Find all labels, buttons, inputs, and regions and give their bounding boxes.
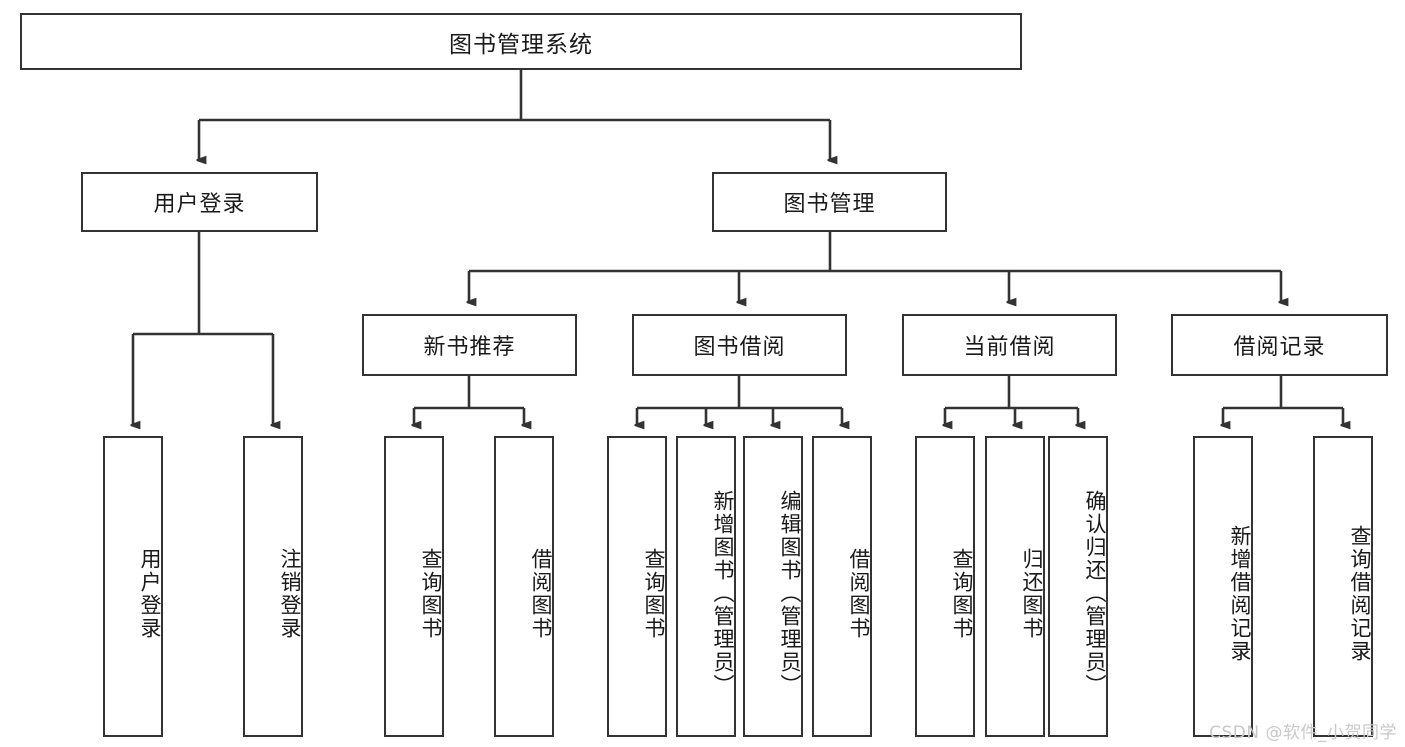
node-label: 图书借阅	[693, 335, 786, 360]
csdn-watermark: CSDN @软件_小贺同学	[1209, 723, 1397, 743]
leaf-borrow-add-book-admin[interactable]: 新增图书（管理员）	[676, 436, 736, 737]
node-label: 借阅图书	[847, 547, 871, 640]
node-label: 用户登录	[153, 192, 246, 217]
node-label: 图书管理	[783, 192, 876, 217]
node-label: 借阅记录	[1233, 335, 1326, 360]
node-label: 查询借阅记录	[1348, 524, 1372, 663]
node-label: 用户登录	[138, 547, 162, 640]
leaf-recommend-query-book[interactable]: 查询图书	[384, 436, 444, 737]
node-label: 确认归还（管理员）	[1083, 490, 1107, 697]
leaf-borrow-query-book[interactable]: 查询图书	[607, 436, 667, 737]
node-book-management[interactable]: 图书管理	[712, 172, 947, 232]
leaf-user-login-logout[interactable]: 注销登录	[243, 436, 303, 737]
node-label: 图书管理系统	[449, 31, 593, 58]
node-current-borrow[interactable]: 当前借阅	[902, 314, 1117, 376]
leaf-current-return-book[interactable]: 归还图书	[985, 436, 1045, 737]
node-label: 新书推荐	[423, 335, 516, 360]
leaf-recommend-borrow-book[interactable]: 借阅图书	[494, 436, 554, 737]
node-label: 查询图书	[642, 547, 666, 640]
node-root-system[interactable]: 图书管理系统	[20, 13, 1022, 70]
node-label: 查询图书	[419, 547, 443, 640]
node-label: 注销登录	[278, 547, 302, 640]
node-new-book-recommend[interactable]: 新书推荐	[362, 314, 577, 376]
leaf-current-query-book[interactable]: 查询图书	[915, 436, 975, 737]
node-label: 归还图书	[1020, 547, 1044, 640]
leaf-current-confirm-return-admin[interactable]: 确认归还（管理员）	[1048, 436, 1108, 737]
node-user-login[interactable]: 用户登录	[81, 172, 318, 232]
node-borrow-record[interactable]: 借阅记录	[1171, 314, 1388, 376]
node-label: 借阅图书	[529, 547, 553, 640]
leaf-record-add-borrow-record[interactable]: 新增借阅记录	[1193, 436, 1253, 737]
node-label: 查询图书	[950, 547, 974, 640]
leaf-borrow-borrow-book[interactable]: 借阅图书	[812, 436, 872, 737]
leaf-user-login-login[interactable]: 用户登录	[103, 436, 163, 737]
node-label: 新增图书（管理员）	[711, 490, 735, 697]
node-label: 当前借阅	[963, 335, 1056, 360]
leaf-borrow-edit-book-admin[interactable]: 编辑图书（管理员）	[743, 436, 803, 737]
node-book-borrow[interactable]: 图书借阅	[632, 314, 847, 376]
node-label: 新增借阅记录	[1228, 524, 1252, 663]
node-label: 编辑图书（管理员）	[778, 490, 802, 697]
leaf-record-query-borrow-record[interactable]: 查询借阅记录	[1313, 436, 1373, 737]
